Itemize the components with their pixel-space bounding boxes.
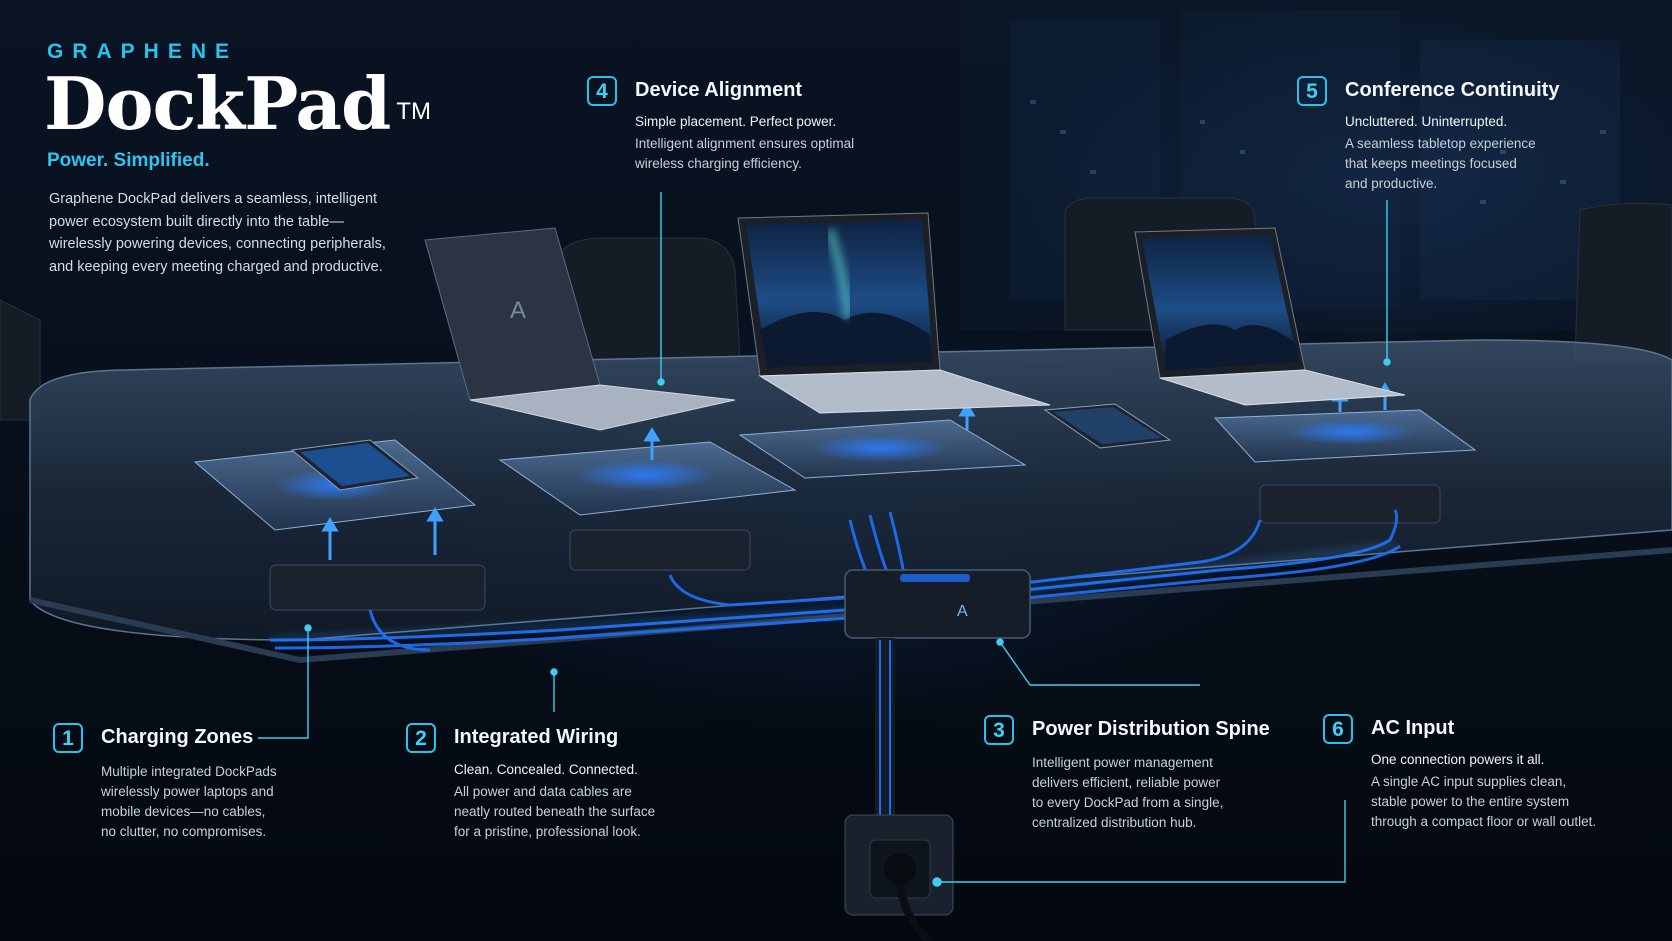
callout-body: Intelligent power management delivers ef… bbox=[1032, 753, 1312, 833]
callout-body: Intelligent alignment ensures optimal wi… bbox=[635, 134, 915, 174]
power-distribution-hub: A bbox=[844, 569, 1031, 820]
intro-paragraph: Graphene DockPad delivers a seamless, in… bbox=[49, 188, 409, 278]
trademark-mark: TM bbox=[396, 98, 432, 125]
intro-line: and keeping every meeting charged and pr… bbox=[49, 258, 383, 275]
product-name: DockPad bbox=[44, 61, 391, 146]
callout-line: Multiple integrated DockPads bbox=[101, 764, 277, 779]
callout-line: A seamless tabletop experience bbox=[1345, 136, 1536, 151]
callout-line: centralized distribution hub. bbox=[1032, 815, 1197, 830]
callout-number: 4 bbox=[587, 76, 617, 106]
callout-line: neatly routed beneath the surface bbox=[454, 804, 656, 819]
callout-line: through a compact floor or wall outlet. bbox=[1371, 814, 1597, 829]
callout-line: wireless charging efficiency. bbox=[635, 156, 802, 171]
callout-body: A single AC input supplies clean, stable… bbox=[1371, 772, 1651, 832]
callout-body: A seamless tabletop experience that keep… bbox=[1345, 134, 1625, 194]
phones bbox=[290, 403, 1172, 491]
callout-title: Power Distribution Spine bbox=[1032, 718, 1270, 740]
leader-lines bbox=[258, 192, 1391, 887]
callout-line: to every DockPad from a single, bbox=[1032, 795, 1224, 810]
logo-a-icon: A bbox=[957, 603, 968, 620]
logo-a-icon: A bbox=[510, 297, 526, 324]
brand-name: GRAPHENE bbox=[47, 40, 239, 63]
intro-line: power ecosystem built directly into the … bbox=[49, 213, 344, 230]
callout-title: Integrated Wiring bbox=[454, 726, 619, 748]
callout-subtitle: Simple placement. Perfect power. bbox=[635, 114, 837, 129]
callout-line: no clutter, no compromises. bbox=[101, 824, 267, 839]
callout-line: Intelligent power management bbox=[1032, 755, 1213, 770]
ac-outlet bbox=[844, 814, 954, 941]
callout-number: 1 bbox=[53, 723, 83, 753]
callout-title: Charging Zones bbox=[101, 726, 254, 748]
under-table-modules bbox=[269, 484, 1441, 611]
callout-body: All power and data cables are neatly rou… bbox=[454, 782, 734, 842]
callout-number: 3 bbox=[984, 715, 1014, 745]
callout-title: Conference Continuity bbox=[1345, 79, 1560, 101]
callout-number: 6 bbox=[1323, 714, 1353, 744]
callout-line: Intelligent alignment ensures optimal bbox=[635, 136, 855, 151]
callout-subtitle: Uncluttered. Uninterrupted. bbox=[1345, 114, 1508, 129]
intro-line: wirelessly powering devices, connecting … bbox=[49, 236, 386, 252]
callout-line: delivers efficient, reliable power bbox=[1032, 775, 1221, 790]
callout-line: stable power to the entire system bbox=[1371, 794, 1570, 809]
charging-pads bbox=[193, 382, 1477, 560]
callout-line: wirelessly power laptops and bbox=[101, 784, 274, 799]
laptops: A bbox=[424, 212, 1406, 431]
callout-title: AC Input bbox=[1371, 717, 1455, 739]
callout-line: that keeps meetings focused bbox=[1345, 156, 1517, 171]
callout-subtitle: One connection powers it all. bbox=[1371, 752, 1545, 767]
callout-number: 2 bbox=[406, 723, 436, 753]
callout-line: mobile devices—no cables, bbox=[101, 804, 266, 819]
callout-number: 5 bbox=[1297, 76, 1327, 106]
intro-line: Graphene DockPad delivers a seamless, in… bbox=[49, 191, 378, 207]
callout-line: and productive. bbox=[1345, 176, 1438, 191]
tagline: Power. Simplified. bbox=[47, 150, 210, 171]
callout-line: All power and data cables are bbox=[454, 784, 632, 799]
callout-subtitle: Clean. Concealed. Connected. bbox=[454, 762, 638, 777]
callout-title: Device Alignment bbox=[635, 79, 803, 101]
callout-body: Multiple integrated DockPads wirelessly … bbox=[101, 762, 381, 842]
callout-line: for a pristine, professional look. bbox=[454, 824, 641, 839]
callout-line: A single AC input supplies clean, bbox=[1371, 774, 1567, 789]
